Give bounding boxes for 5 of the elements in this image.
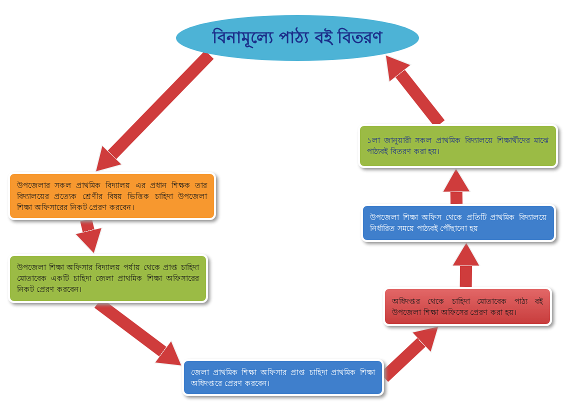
arrow: [442, 168, 471, 204]
title-text: বিনামূল্যে পাঠ্য বই বিতরণ: [212, 26, 382, 50]
arrow: [452, 242, 481, 288]
title-ellipse: [175, 14, 420, 62]
arrow: [74, 218, 103, 256]
